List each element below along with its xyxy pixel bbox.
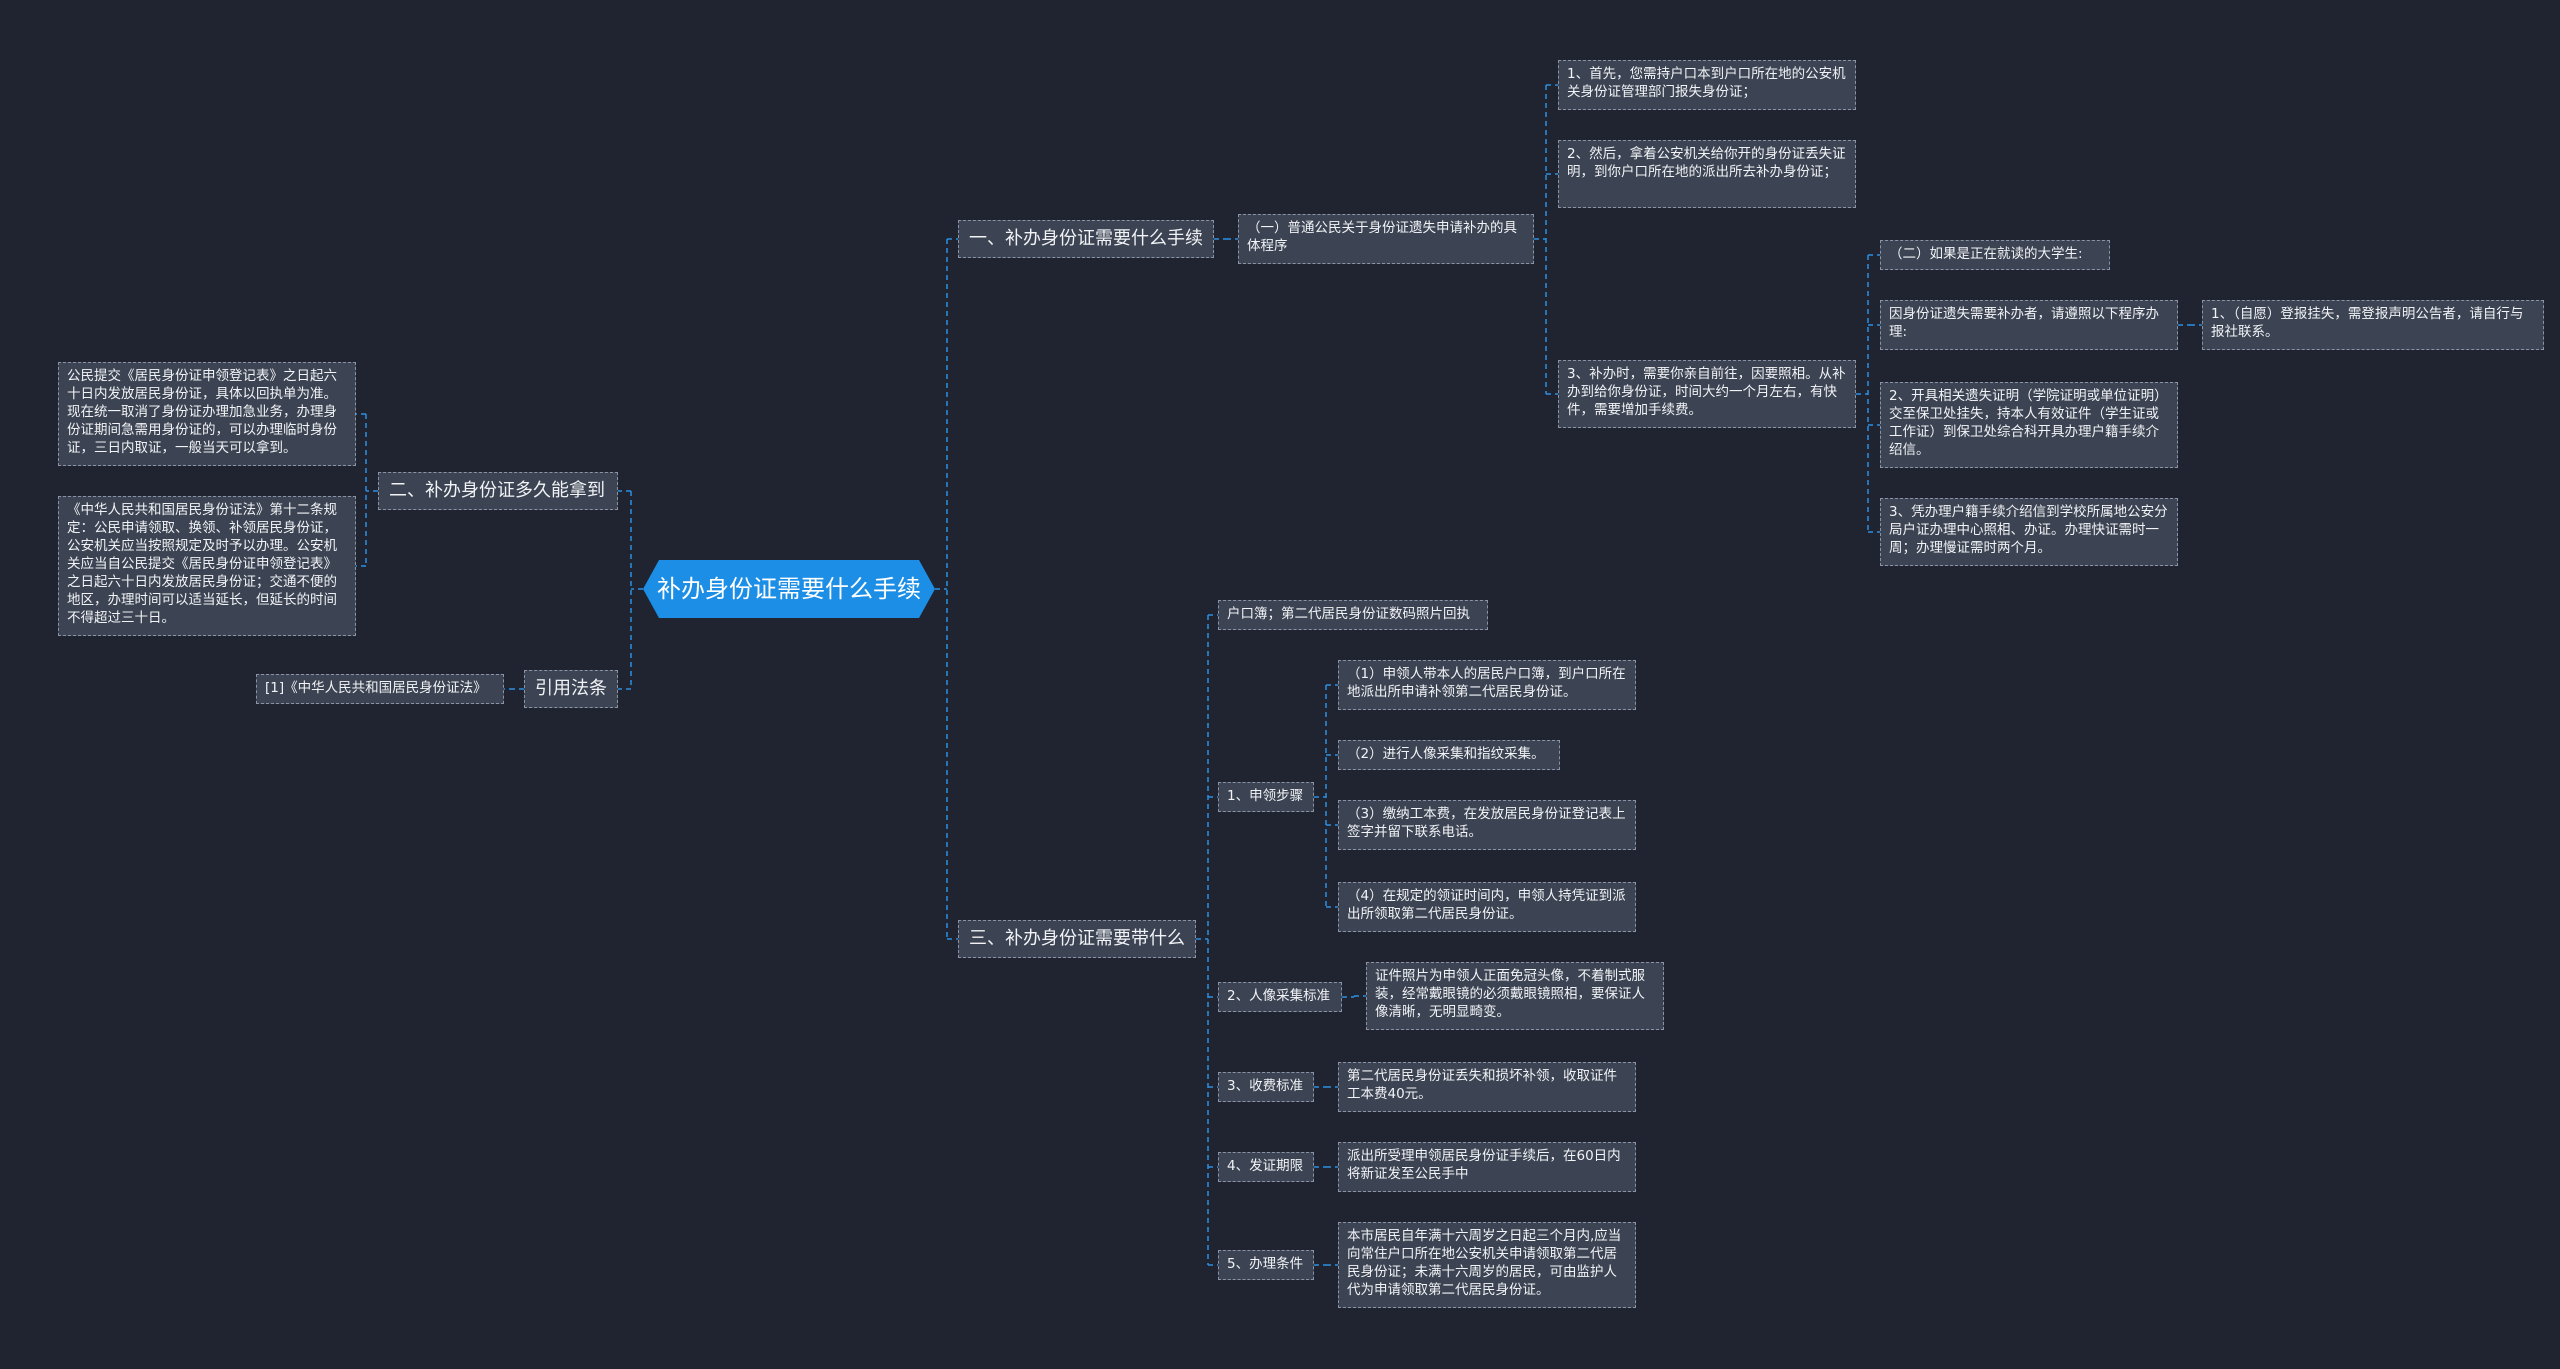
apply-step-2[interactable]: （2）进行人像采集和指纹采集。 [1338,740,1560,770]
how-long-text-1[interactable]: 公民提交《居民身份证申领登记表》之日起六十日内发放居民身份证，具体以回执单为准。… [58,362,356,466]
procedure-step-2[interactable]: 2、然后，拿着公安机关给你开的身份证丢失证明，到你户口所在地的派出所去补办身份证… [1558,140,1856,208]
conditions-text[interactable]: 本市居民自年满十六周岁之日起三个月内,应当向常住户口所在地公安机关申请领取第二代… [1338,1222,1636,1308]
root-topic[interactable]: 补办身份证需要什么手续 [643,560,935,618]
student-step-3[interactable]: 3、凭办理户籍手续介绍信到学校所属地公安分局户证办理中心照相、办证。办理快证需时… [1880,498,2178,566]
student-procedure-intro[interactable]: 因身份证遗失需要补办者，请遵照以下程序办理: [1880,300,2178,350]
topic-photo-standard[interactable]: 2、人像采集标准 [1218,982,1342,1012]
apply-step-4[interactable]: （4）在规定的领证时间内，申领人持凭证到派出所领取第二代居民身份证。 [1338,882,1636,932]
topic-procedures[interactable]: 一、补办身份证需要什么手续 [958,220,1214,258]
issue-period-text[interactable]: 派出所受理申领居民身份证手续后，在60日内将新证发至公民手中 [1338,1142,1636,1192]
topic-cited-law[interactable]: 引用法条 [524,670,618,708]
apply-step-1[interactable]: （1）申领人带本人的居民户口簿，到户口所在地派出所申请补领第二代居民身份证。 [1338,660,1636,710]
topic-conditions[interactable]: 5、办理条件 [1218,1250,1314,1280]
procedure-step-3[interactable]: 3、补办时，需要你亲自前往，因要照相。从补办到给你身份证，时间大约一个月左右，有… [1558,360,1856,428]
how-long-text-2[interactable]: 《中华人民共和国居民身份证法》第十二条规定：公民申请领取、换领、补领居民身份证，… [58,496,356,636]
topic-apply-steps[interactable]: 1、申领步骤 [1218,782,1314,812]
apply-step-3[interactable]: （3）缴纳工本费，在发放居民身份证登记表上签字并留下联系电话。 [1338,800,1636,850]
topic-issue-period[interactable]: 4、发证期限 [1218,1152,1314,1182]
topic-university-student[interactable]: （二）如果是正在就读的大学生: [1880,240,2110,270]
student-step-1[interactable]: 1、（自愿）登报挂失，需登报声明公告者，请自行与报社联系。 [2202,300,2544,350]
photo-standard-text[interactable]: 证件照片为申领人正面免冠头像，不着制式服装，经常戴眼镜的必须戴眼镜照相，要保证人… [1366,962,1664,1030]
topic-what-to-bring[interactable]: 三、补办身份证需要带什么 [958,920,1196,958]
bring-items[interactable]: 户口簿；第二代居民身份证数码照片回执 [1218,600,1488,630]
cited-law-item[interactable]: [1]《中华人民共和国居民身份证法》 [256,674,504,704]
topic-how-long[interactable]: 二、补办身份证多久能拿到 [378,472,618,510]
topic-fee-standard[interactable]: 3、收费标准 [1218,1072,1314,1102]
student-step-2[interactable]: 2、开具相关遗失证明（学院证明或单位证明）交至保卫处挂失，持本人有效证件（学生证… [1880,382,2178,468]
fee-standard-text[interactable]: 第二代居民身份证丢失和损坏补领，收取证件工本费40元。 [1338,1062,1636,1112]
procedure-step-1[interactable]: 1、首先，您需持户口本到户口所在地的公安机关身份证管理部门报失身份证； [1558,60,1856,110]
topic-general-procedure[interactable]: （一）普通公民关于身份证遗失申请补办的具体程序 [1238,214,1534,264]
